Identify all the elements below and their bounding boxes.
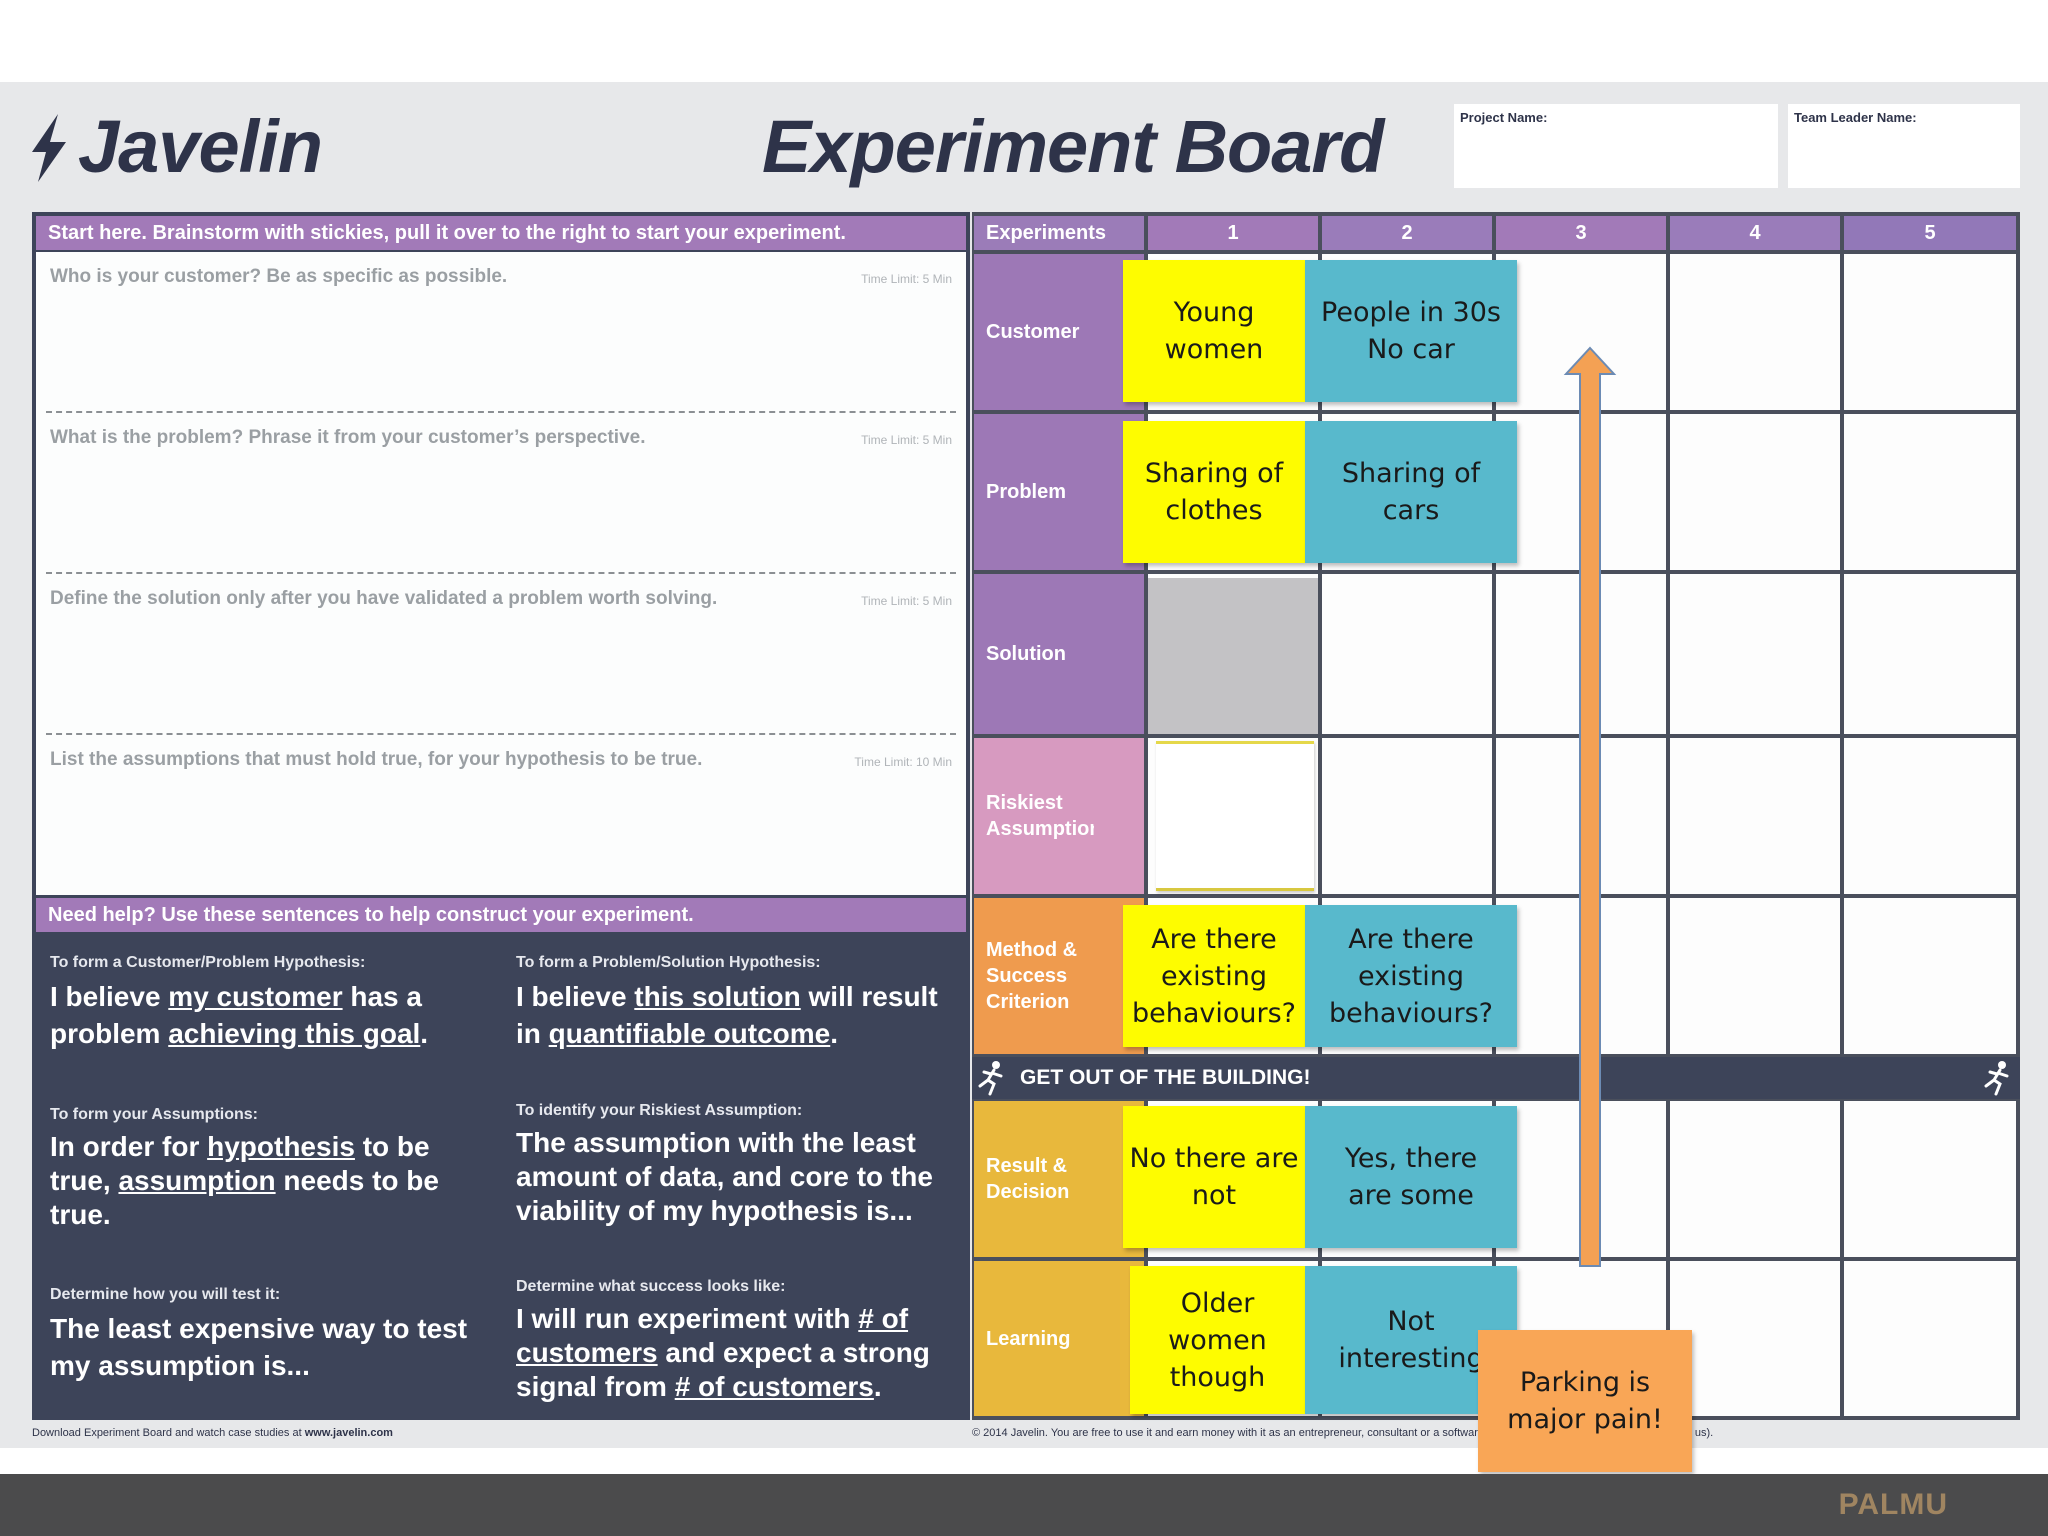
- javelin-bolt-icon: [32, 114, 66, 182]
- get-out-of-building-bar: GET OUT OF THE BUILDING!: [972, 1057, 2020, 1099]
- help-customer-problem: To form a Customer/Problem Hypothesis: I…: [36, 936, 498, 1082]
- help-riskiest-assumption: To identify your Riskiest Assumption: Th…: [502, 1088, 966, 1262]
- sticky-note-result-1[interactable]: No there are not: [1123, 1106, 1305, 1248]
- help-caption: To form a Problem/Solution Hypothesis:: [516, 954, 821, 971]
- time-limit: Time Limit: 5 Min: [861, 594, 952, 608]
- grid-cell[interactable]: [1670, 738, 1840, 894]
- slide-footer-bar: [0, 1474, 2048, 1536]
- grid-cell[interactable]: [1844, 1101, 2016, 1257]
- problem-brainstorm-area[interactable]: What is the problem? Phrase it from your…: [36, 413, 966, 574]
- help-test-method: Determine how you will test it: The leas…: [36, 1268, 498, 1416]
- sticky-note-problem-2[interactable]: Sharing of cars: [1305, 421, 1517, 563]
- help-caption: To form a Customer/Problem Hypothesis:: [50, 954, 366, 971]
- column-header-3: 3: [1496, 216, 1666, 250]
- help-sentence: I believe my customer has a problem achi…: [50, 981, 429, 1049]
- help-assumptions: To form your Assumptions: In order for h…: [36, 1088, 498, 1262]
- sticky-note-parking[interactable]: Parking is major pain!: [1478, 1330, 1692, 1472]
- running-person-icon: [1984, 1061, 2009, 1096]
- sticky-note-customer-1[interactable]: Young women: [1123, 260, 1305, 402]
- sticky-note-problem-1[interactable]: Sharing of clothes: [1123, 421, 1305, 563]
- time-limit: Time Limit: 5 Min: [861, 433, 952, 447]
- sticky-note-riskiest-blank[interactable]: [1156, 741, 1314, 891]
- running-person-icon: [978, 1061, 1003, 1096]
- sticky-note-method-1[interactable]: Are there existing behaviours?: [1123, 905, 1305, 1047]
- question-text: List the assumptions that must hold true…: [50, 749, 703, 770]
- help-problem-solution: To form a Problem/Solution Hypothesis: I…: [502, 936, 966, 1082]
- up-arrow-icon: [1563, 346, 1617, 1267]
- help-sentence: The least expensive way to test my assum…: [50, 1313, 468, 1381]
- grid-cell[interactable]: [1322, 574, 1492, 734]
- footer-download: Download Experiment Board and watch case…: [32, 1427, 393, 1439]
- help-sentence: I will run experiment with # of customer…: [516, 1303, 930, 1402]
- experiments-header: Experiments: [974, 216, 1144, 250]
- divider: [46, 572, 956, 574]
- help-caption: To form your Assumptions:: [50, 1106, 258, 1123]
- sticky-note-method-2[interactable]: Are there existing behaviours?: [1305, 905, 1517, 1047]
- grid-cell[interactable]: [1844, 414, 2016, 570]
- row-label-result: Result & Decision: [974, 1101, 1094, 1257]
- grid-cell[interactable]: [1670, 254, 1840, 410]
- row-label-solution: Solution: [974, 574, 1144, 734]
- row-label-riskiest-assumption: Riskiest Assumption: [974, 738, 1102, 894]
- row-label-learning: Learning: [974, 1261, 1144, 1416]
- sticky-note-result-2[interactable]: Yes, there are some: [1305, 1106, 1517, 1248]
- grid-cell[interactable]: [1670, 1101, 1840, 1257]
- grid-cell[interactable]: [1670, 414, 1840, 570]
- assumptions-brainstorm-area[interactable]: List the assumptions that must hold true…: [36, 735, 966, 895]
- sticky-note-solution-placeholder[interactable]: [1148, 578, 1318, 734]
- grid-cell[interactable]: [1844, 574, 2016, 734]
- solution-brainstorm-area[interactable]: Define the solution only after you have …: [36, 574, 966, 735]
- grid-cell[interactable]: [1670, 898, 1840, 1054]
- column-header-4: 4: [1670, 216, 1840, 250]
- help-sentence: The assumption with the least amount of …: [516, 1127, 933, 1226]
- help-banner: Need help? Use these sentences to help c…: [36, 898, 966, 932]
- customer-brainstorm-area[interactable]: Who is your customer? Be as specific as …: [36, 252, 966, 413]
- get-out-label: GET OUT OF THE BUILDING!: [1020, 1066, 1311, 1089]
- grid-cell[interactable]: [1670, 1261, 1840, 1416]
- grid-cell[interactable]: [1322, 738, 1492, 894]
- grid-cell[interactable]: [1670, 574, 1840, 734]
- team-leader-label: Team Leader Name:: [1794, 110, 1917, 125]
- row-label-customer: Customer: [974, 254, 1144, 410]
- project-name-field[interactable]: Project Name:: [1454, 104, 1778, 188]
- divider: [46, 733, 956, 735]
- board-title: Experiment Board: [762, 105, 1384, 188]
- question-text: Who is your customer? Be as specific as …: [50, 266, 508, 287]
- grid-cell[interactable]: [1844, 1261, 2016, 1416]
- help-success: Determine what success looks like: I wil…: [502, 1268, 966, 1416]
- question-text: What is the problem? Phrase it from your…: [50, 427, 646, 448]
- help-caption: Determine what success looks like:: [516, 1278, 786, 1295]
- column-header-1: 1: [1148, 216, 1318, 250]
- column-header-5: 5: [1844, 216, 2016, 250]
- javelin-logo: Javelin: [78, 105, 323, 188]
- row-label-problem: Problem: [974, 414, 1144, 570]
- grid-cell[interactable]: [1844, 898, 2016, 1054]
- row-label-method: Method & Success Criterion: [974, 898, 1094, 1054]
- row-label-fill: [1094, 738, 1144, 894]
- help-sentence: I believe this solution will result in q…: [516, 981, 938, 1049]
- grid-cell[interactable]: [1844, 254, 2016, 410]
- brand-label: PALMU: [1838, 1488, 1948, 1521]
- sticky-note-learning-1[interactable]: Older women though: [1130, 1266, 1305, 1414]
- team-leader-field[interactable]: Team Leader Name:: [1788, 104, 2020, 188]
- project-name-label: Project Name:: [1460, 110, 1548, 125]
- help-sentence: In order for hypothesis to be true, assu…: [50, 1131, 439, 1230]
- question-text: Define the solution only after you have …: [50, 588, 718, 609]
- help-caption: To identify your Riskiest Assumption:: [516, 1102, 803, 1119]
- time-limit: Time Limit: 5 Min: [861, 272, 952, 286]
- sticky-note-customer-2[interactable]: People in 30s No car: [1305, 260, 1517, 402]
- divider: [46, 411, 956, 413]
- grid-cell[interactable]: [1844, 738, 2016, 894]
- help-caption: Determine how you will test it:: [50, 1286, 281, 1303]
- column-header-2: 2: [1322, 216, 1492, 250]
- start-banner: Start here. Brainstorm with stickies, pu…: [36, 216, 966, 250]
- time-limit: Time Limit: 10 Min: [854, 755, 952, 769]
